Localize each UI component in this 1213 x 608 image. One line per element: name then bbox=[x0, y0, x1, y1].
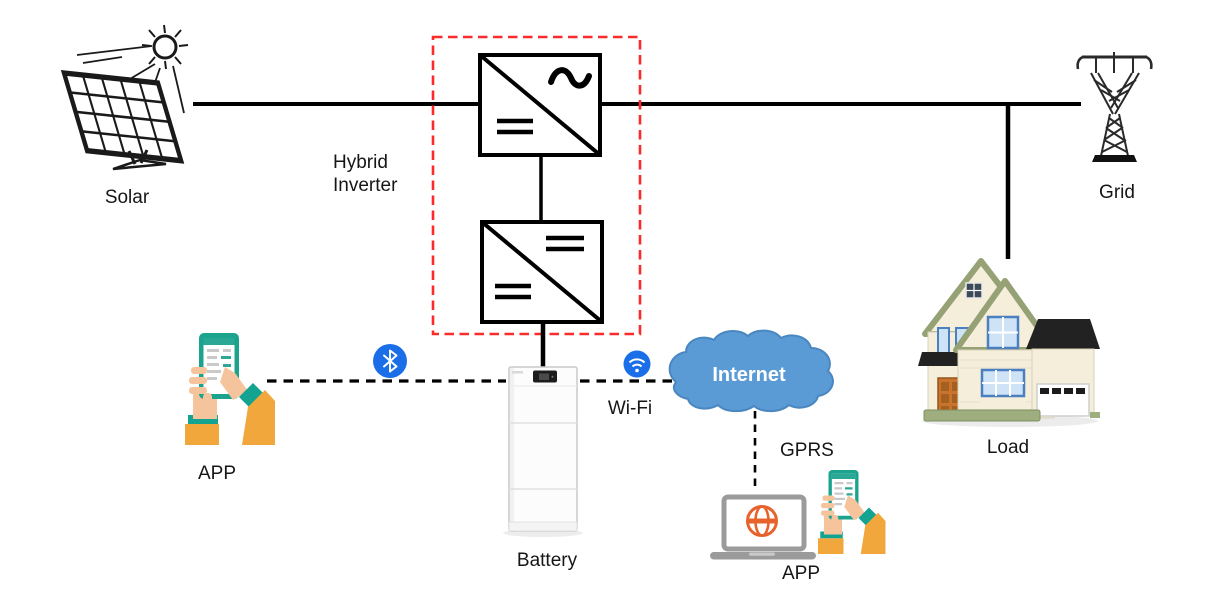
battery-cabinet-icon bbox=[503, 366, 583, 537]
dc-symbol bbox=[497, 118, 533, 135]
hybrid-inverter-block bbox=[431, 35, 642, 369]
app-remote-label: APP bbox=[781, 563, 821, 584]
globe-icon bbox=[746, 505, 778, 537]
hand-holding-phone-icon bbox=[185, 333, 275, 445]
garage-door bbox=[1036, 383, 1090, 417]
transmission-tower-icon bbox=[1076, 52, 1153, 162]
dc-symbol-bottom bbox=[495, 283, 531, 300]
battery-label: Battery bbox=[516, 550, 578, 571]
attic-window bbox=[965, 282, 983, 299]
dc-symbol-top bbox=[546, 235, 584, 252]
sun-icon bbox=[76, 24, 189, 114]
app-bluetooth-label: APP bbox=[197, 463, 237, 484]
internet-cloud-label: Internet bbox=[712, 364, 786, 386]
dc-dc-converter-icon bbox=[480, 220, 604, 324]
grid-label: Grid bbox=[1099, 182, 1135, 203]
hybrid-inverter-label: Hybrid Inverter bbox=[333, 151, 397, 197]
wifi-icon bbox=[623, 350, 651, 378]
hybrid-inverter-label-line2: Inverter bbox=[333, 175, 398, 197]
hand-holding-phone-icon bbox=[818, 470, 886, 554]
laptop-globe-icon bbox=[710, 494, 816, 560]
cloud-icon bbox=[668, 329, 834, 413]
battery-display bbox=[533, 370, 557, 383]
upper-window bbox=[986, 315, 1020, 350]
solar-panel-icon bbox=[60, 24, 189, 171]
solar-label: Solar bbox=[104, 187, 150, 208]
hybrid-inverter-boundary bbox=[431, 35, 642, 336]
hybrid-inverter-label-line1: Hybrid bbox=[333, 152, 388, 173]
load-label: Load bbox=[986, 437, 1030, 458]
gprs-label: GPRS bbox=[780, 440, 834, 461]
ac-symbol bbox=[548, 67, 592, 89]
dc-ac-inverter-icon bbox=[478, 53, 602, 157]
house-icon bbox=[918, 258, 1100, 427]
lower-window bbox=[980, 368, 1026, 398]
bluetooth-icon bbox=[373, 344, 407, 378]
battery-logo bbox=[512, 371, 523, 374]
wifi-label: Wi-Fi bbox=[607, 398, 653, 419]
